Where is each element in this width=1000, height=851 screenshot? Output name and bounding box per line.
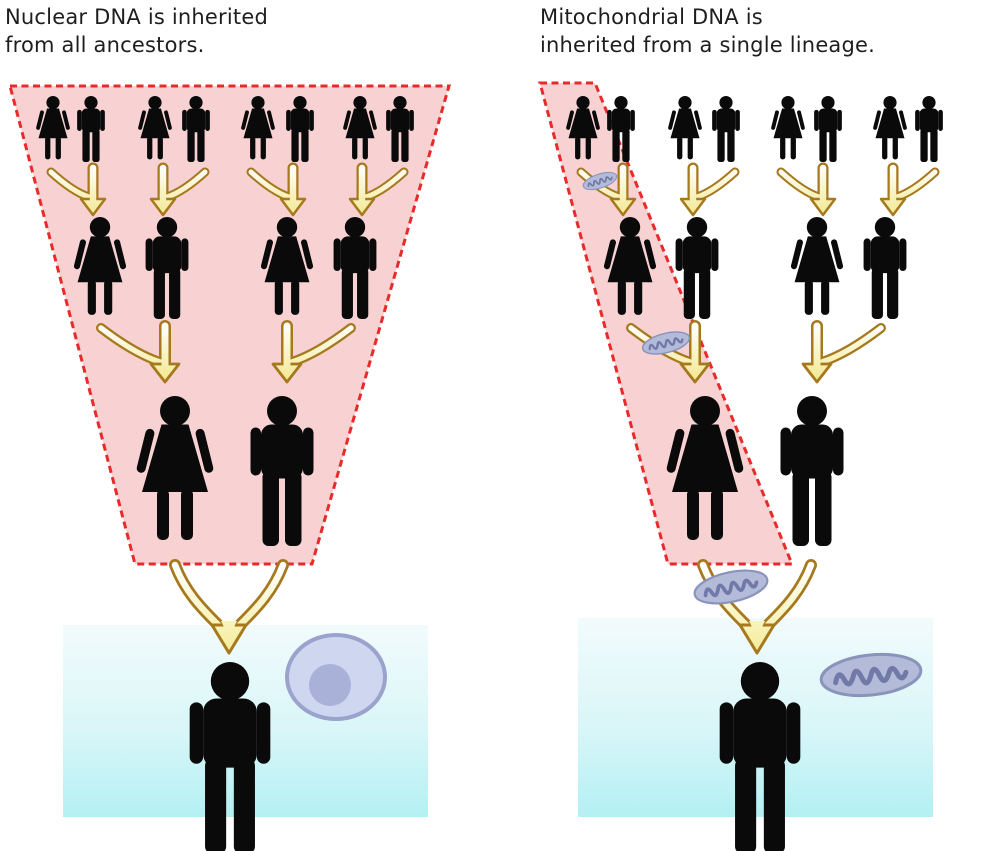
woman-icon <box>872 96 908 160</box>
man-icon <box>915 96 943 162</box>
merge-arrow-icon <box>881 168 935 215</box>
merge-arrow-icon <box>681 168 735 215</box>
woman-icon <box>667 96 703 160</box>
merge-arrow-icon <box>803 326 881 382</box>
nuclear-highlight-region <box>8 84 451 566</box>
man-icon <box>863 217 907 319</box>
nuclear-panel <box>8 84 451 851</box>
merge-arrow-icon <box>781 168 835 215</box>
man-icon <box>780 396 844 546</box>
man-icon <box>814 96 842 162</box>
nuclear-panel-title: Nuclear DNA is inherited from all ancest… <box>5 5 268 57</box>
mitochondrial-panel-title: Mitochondrial DNA is inherited from a si… <box>540 5 876 57</box>
man-icon <box>712 96 740 162</box>
mitochondrial-panel <box>538 81 943 851</box>
woman-icon <box>790 217 844 315</box>
cell-icon <box>285 633 387 721</box>
woman-icon <box>770 96 806 160</box>
